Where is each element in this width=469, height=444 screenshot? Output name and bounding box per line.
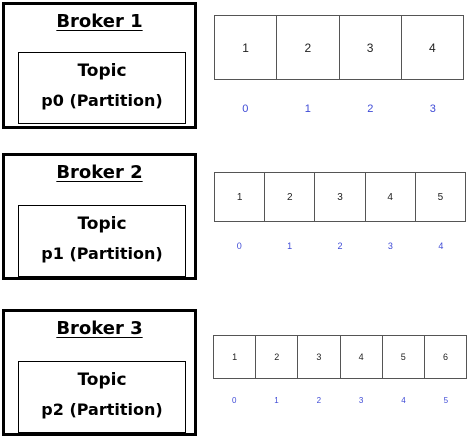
offset-label: 3 xyxy=(358,396,364,405)
partition-p2-log: 1 2 3 4 5 6 xyxy=(213,335,467,379)
offset-label: 1 xyxy=(304,103,311,115)
message-cell: 3 xyxy=(298,336,341,378)
message-cell: 5 xyxy=(437,191,444,203)
broker-3-title: Broker 3 xyxy=(56,318,143,339)
broker-3-topic-label: Topic xyxy=(77,370,127,390)
message-cell: 2 xyxy=(277,16,340,79)
offset-label: 2 xyxy=(367,103,374,115)
offset-label: 2 xyxy=(316,396,322,405)
offset-label: 1 xyxy=(287,241,293,251)
broker-1-partition-label: p0 (Partition) xyxy=(41,91,163,110)
partition-p0-offsets: 0 1 2 3 xyxy=(214,103,464,115)
offset-label: 4 xyxy=(401,396,406,405)
broker-2-box: Broker 2 Topic p1 (Partition) xyxy=(2,153,197,280)
broker-3-topic-box: Topic p2 (Partition) xyxy=(18,361,186,433)
broker-1-title: Broker 1 xyxy=(56,11,143,32)
message-cell: 4 xyxy=(429,40,436,55)
offset-label: 0 xyxy=(236,241,242,251)
offset-label: 2 xyxy=(337,241,343,251)
message-cell: 1 xyxy=(215,16,278,79)
partition-p1-offsets: 0 1 2 3 4 xyxy=(214,241,466,251)
broker-2-partition-label: p1 (Partition) xyxy=(41,244,163,263)
offset-label: 1 xyxy=(274,396,279,405)
broker-1-box: Broker 1 Topic p0 (Partition) xyxy=(2,2,197,129)
offset-label: 3 xyxy=(429,103,436,115)
offset-label: 0 xyxy=(231,396,237,405)
offset-label: 5 xyxy=(443,396,449,405)
broker-1-topic-label: Topic xyxy=(77,61,127,81)
broker-1-topic-box: Topic p0 (Partition) xyxy=(18,52,186,124)
message-cell: 5 xyxy=(383,336,425,378)
offset-label: 3 xyxy=(387,241,393,251)
message-cell: 6 xyxy=(442,352,448,362)
message-cell: 4 xyxy=(366,173,416,221)
message-cell: 1 xyxy=(215,173,266,221)
message-cell: 2 xyxy=(256,336,299,378)
offset-label: 0 xyxy=(242,103,249,115)
message-cell: 1 xyxy=(214,336,257,378)
offset-label: 4 xyxy=(438,241,444,251)
message-cell: 3 xyxy=(340,16,402,79)
message-cell: 2 xyxy=(265,173,316,221)
broker-2-topic-label: Topic xyxy=(77,214,127,234)
message-cell: 3 xyxy=(315,173,366,221)
partition-p1-log: 1 2 3 4 5 xyxy=(214,172,466,222)
broker-2-title: Broker 2 xyxy=(56,162,143,183)
broker-3-box: Broker 3 Topic p2 (Partition) xyxy=(2,309,197,436)
broker-3-partition-label: p2 (Partition) xyxy=(41,400,163,419)
partition-p2-offsets: 0 1 2 3 4 5 xyxy=(213,396,467,405)
broker-2-topic-box: Topic p1 (Partition) xyxy=(18,205,186,277)
message-cell: 4 xyxy=(341,336,383,378)
partition-p0-log: 1 2 3 4 xyxy=(214,15,464,80)
